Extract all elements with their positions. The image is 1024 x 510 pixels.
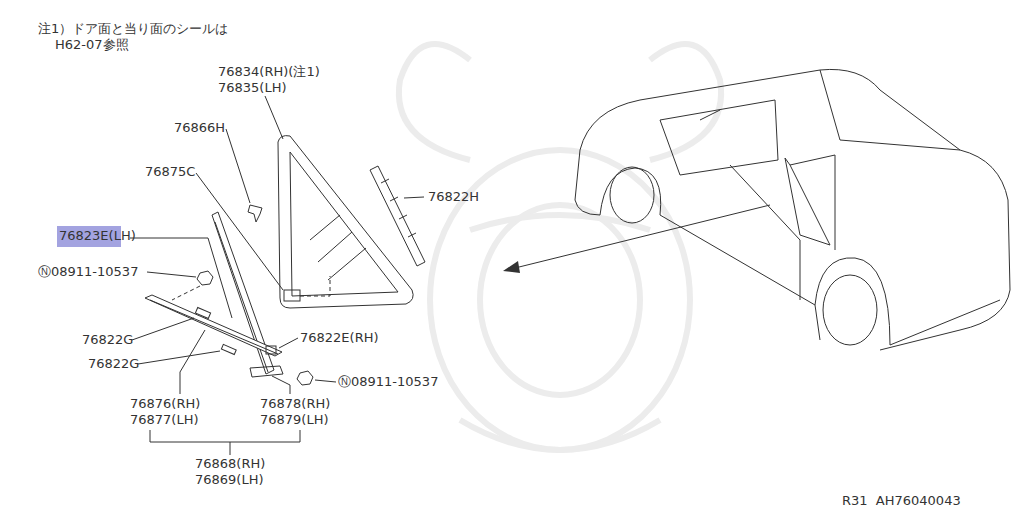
callout-number: 76822E(RH) xyxy=(300,330,379,345)
callout-number: 76834(RH)(注1) xyxy=(218,64,320,79)
callout-number: 76875C xyxy=(145,164,195,179)
callout-number: 76877(LH) xyxy=(130,412,199,427)
callout-number: Ⓝ08911-10537 xyxy=(338,374,438,389)
callout-number: 76823E(LH) xyxy=(59,228,136,243)
callout-number: 76879(LH) xyxy=(260,412,329,427)
watermark xyxy=(399,44,721,450)
callout-number: 76822H xyxy=(428,189,479,204)
callout-number: 76868(RH) xyxy=(195,456,265,471)
callout-number: 76878(RH) xyxy=(260,396,330,411)
callout-number: 76822G xyxy=(88,356,139,371)
diagram-code: R31 AH76040043 xyxy=(842,493,961,508)
callout-number: 76869(LH) xyxy=(195,472,264,487)
note-text: 注1）ドア面と当り面のシールは xyxy=(38,21,228,36)
arrowhead xyxy=(503,261,520,273)
callout-number: 76876(RH) xyxy=(130,396,200,411)
callout-number: Ⓝ08911-10537 xyxy=(38,264,138,279)
exploded-view xyxy=(130,69,1010,455)
callout-number: 76866H xyxy=(174,120,225,135)
callout-number: 76822G xyxy=(82,332,133,347)
callout-number: 76835(LH) xyxy=(218,80,287,95)
note-text: H62-07参照 xyxy=(55,37,129,52)
